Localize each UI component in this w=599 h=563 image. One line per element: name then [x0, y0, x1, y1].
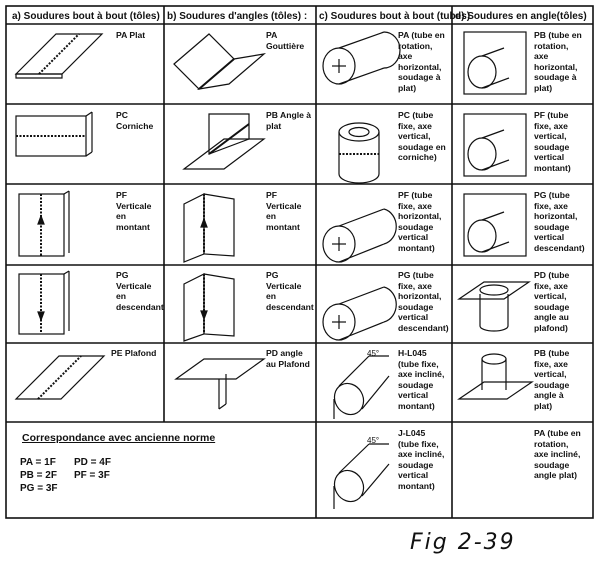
tube-plate-vertical-down-sketch: [463, 193, 527, 257]
plate-flat-sketch: [14, 33, 104, 79]
plate-vertical-down-sketch: [18, 270, 70, 335]
fillet-flat-sketch: [182, 113, 266, 170]
cell-c1-label: PA (tube en rotation, axe horizontal, so…: [398, 30, 445, 93]
tube-horizontal-up-sketch: [322, 208, 397, 263]
cell-d3-label: PG (tube fixe, axe horizontal, soudage v…: [534, 190, 585, 253]
tube-rotation-horizontal-sketch: [322, 31, 401, 85]
cell-b4-label: PG Verticale en descendant: [266, 270, 314, 312]
cell-a2-label: PC Corniche: [116, 110, 154, 131]
table-drawing: [5, 5, 594, 519]
eq-pa: PA = 1F: [20, 457, 56, 468]
cell-d4-label: PD (tube fixe, axe vertical, soudage ang…: [534, 270, 570, 333]
tube-vertical-corniche-sketch: [338, 122, 380, 184]
cell-a5-label: PE Plafond: [111, 348, 157, 358]
cell-b2-label: PB Angle à plat: [266, 110, 312, 131]
cell-c6-label: J-L045 (tube fixe, axe incliné, soudage …: [398, 428, 445, 491]
tube-horizontal-down-sketch: [322, 286, 397, 341]
cell-c2-label: PC (tube fixe, axe vertical, soudage en …: [398, 110, 446, 162]
cell-d2-label: PF (tube fixe, axe vertical, soudage ver…: [534, 110, 571, 173]
header-fillet-plates: b) Soudures d'angles (tôles) :: [167, 11, 308, 22]
angle-label-j: 45°: [367, 436, 380, 445]
tube-plate-flat-sketch: [457, 353, 534, 400]
cell-b3-label: PF Verticale en montant: [266, 190, 302, 232]
cell-a4-label: PG Verticale en descendant: [116, 270, 164, 312]
eq-pb: PB = 2F: [20, 470, 57, 481]
tube-plate-vertical-up-sketch: [463, 113, 527, 177]
plate-vertical-up-sketch: [18, 190, 70, 257]
cell-c3-label: PF (tube fixe, axe horizontal, soudage v…: [398, 190, 442, 253]
figure-label: Fig 2-39: [410, 530, 516, 555]
cell-c4-label: PG (tube fixe, axe horizontal, soudage v…: [398, 270, 449, 333]
eq-pd: PD = 4F: [74, 457, 111, 468]
cell-c5-label: H-L045 (tube fixe, axe incliné, soudage …: [398, 348, 445, 411]
header-butt-tubes: c) Soudures bout à bout (tubes): [319, 11, 471, 22]
header-butt-plates: a) Soudures bout à bout (tôles): [12, 11, 160, 22]
eq-pf: PF = 3F: [74, 470, 110, 481]
cell-d5-label: PB (tube fixe, axe vertical, soudage ang…: [534, 348, 570, 411]
angle-label-h: 45°: [367, 349, 380, 358]
fillet-vertical-down-sketch: [183, 273, 235, 342]
cell-d6-label: PA (tube en rotation, axe incliné, souda…: [534, 428, 581, 480]
plate-horizontal-sketch: [15, 111, 93, 157]
fillet-overhead-sketch: [174, 358, 266, 410]
fillet-vertical-up-sketch: [183, 193, 235, 263]
cell-a1-label: PA Plat: [116, 30, 146, 40]
welding-positions-table: a) Soudures bout à bout (tôles) b) Soudu…: [4, 4, 595, 520]
correspondance-title: Correspondance avec ancienne norme: [22, 432, 216, 444]
cell-d1-label: PB (tube en rotation, axe horizontal, so…: [534, 30, 582, 93]
tube-inclined-h-sketch: [333, 355, 390, 419]
tube-inclined-j-sketch: [333, 443, 390, 509]
table-grid: [5, 5, 594, 519]
plate-overhead-sketch: [14, 355, 106, 400]
header-fillet-tubes: d) Soudures en angle(tôles): [455, 11, 587, 22]
cell-b5-label: PD angle au Plafond: [266, 348, 310, 369]
cell-a3-label: PF Verticale en montant: [116, 190, 152, 232]
cell-b1-label: PA Gouttière: [266, 30, 305, 51]
tube-plate-rotation-sketch: [463, 31, 527, 95]
tube-plate-overhead-sketch: [457, 281, 531, 332]
eq-pg: PG = 3F: [20, 483, 58, 494]
fillet-gutter-sketch: [173, 33, 267, 90]
